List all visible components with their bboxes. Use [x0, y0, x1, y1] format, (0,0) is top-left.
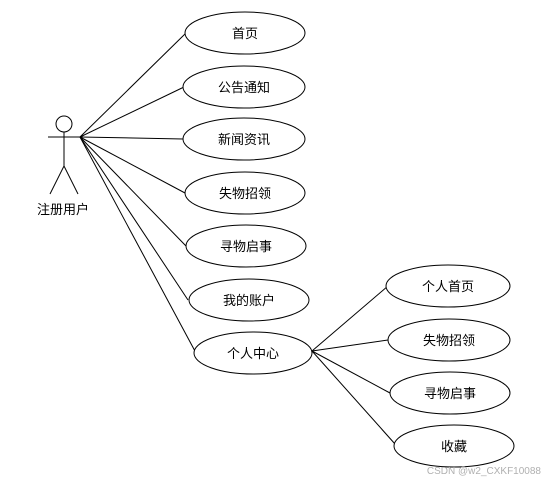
use-case-寻物启事: 寻物启事 — [185, 224, 307, 268]
sub-case-失物招领: 失物招领 — [387, 318, 511, 362]
actor-head — [55, 115, 73, 133]
actor-associations — [79, 32, 197, 354]
use-case-失物招领: 失物招领 — [184, 171, 306, 215]
association-line — [311, 350, 396, 445]
association-line — [79, 136, 197, 354]
use-case-首页: 首页 — [184, 11, 306, 55]
sub-case-个人首页: 个人首页 — [385, 264, 511, 308]
use-case-ellipse — [184, 171, 306, 215]
association-line — [79, 136, 184, 140]
association-line — [79, 136, 186, 194]
sub-case-寻物启事: 寻物启事 — [389, 371, 511, 415]
association-line — [79, 136, 187, 247]
actor-left-leg — [49, 165, 65, 195]
sub-case-收藏: 收藏 — [393, 424, 515, 468]
association-line — [311, 350, 391, 394]
use-case-label: 个人首页 — [422, 280, 474, 295]
use-case-ellipse — [188, 278, 310, 322]
association-line — [311, 285, 389, 352]
use-case-ellipse — [193, 331, 313, 375]
use-case-label: 新闻资讯 — [218, 132, 270, 148]
actor-label: 注册用户 — [37, 202, 89, 218]
use-case-个人中心: 个人中心 — [193, 331, 313, 375]
use-case-公告通知: 公告通知 — [182, 65, 306, 109]
use-case-label: 失物招领 — [219, 187, 271, 202]
use-case-ellipse — [182, 117, 306, 161]
use-case-我的账户: 我的账户 — [188, 278, 310, 322]
use-case-label: 个人中心 — [227, 347, 279, 362]
use-case-label: 首页 — [232, 27, 258, 42]
association-line — [79, 32, 187, 138]
use-case-label: 收藏 — [441, 440, 467, 455]
use-case-label: 公告通知 — [218, 80, 270, 96]
association-line — [79, 86, 185, 138]
use-case-ellipse — [389, 371, 511, 415]
use-case-ellipse — [393, 424, 515, 468]
use-case-ellipse — [184, 11, 306, 55]
use-case-label: 我的账户 — [223, 293, 275, 309]
use-case-ellipse — [385, 264, 511, 308]
sub-associations — [311, 285, 396, 445]
use-case-新闻资讯: 新闻资讯 — [182, 117, 306, 161]
use-case-label: 寻物启事 — [424, 387, 476, 402]
use-case-ellipse — [182, 65, 306, 109]
watermark: CSDN @w2_CXKF10088 — [427, 466, 542, 477]
actor-figure — [48, 115, 80, 195]
use-case-label: 寻物启事 — [220, 240, 272, 255]
use-case-label: 失物招领 — [423, 334, 475, 349]
actor-right-leg — [63, 165, 79, 195]
association-line — [311, 339, 389, 352]
use-case-ellipse — [387, 318, 511, 362]
association-line — [79, 136, 189, 301]
use-case-ellipse — [185, 224, 307, 268]
